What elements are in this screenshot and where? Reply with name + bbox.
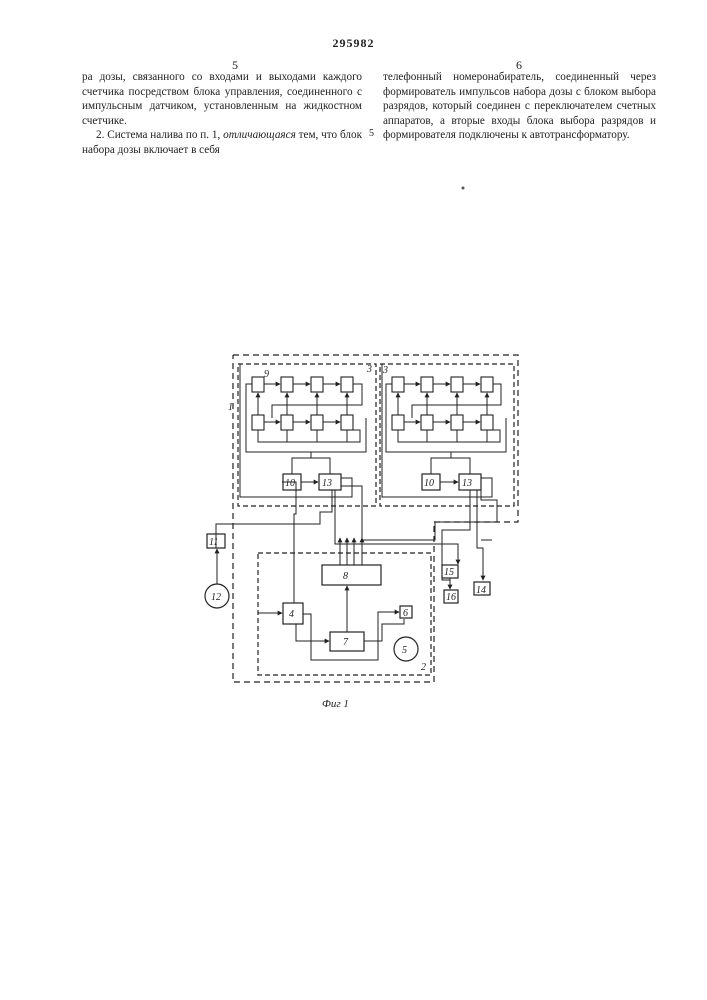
label-1: 1 [228, 402, 233, 413]
stray-mark [462, 187, 465, 190]
label-2: 2 [421, 662, 426, 673]
label-9: 9 [264, 369, 269, 380]
label-14: 14 [476, 585, 486, 596]
label-10-right: 10 [424, 478, 434, 489]
label-15: 15 [444, 567, 454, 578]
label-5: 5 [402, 645, 407, 656]
label-13-left: 13 [322, 478, 332, 489]
block-10-13-wiring [240, 364, 497, 580]
label-16: 16 [446, 592, 456, 603]
block-8 [322, 565, 381, 585]
label-6: 6 [403, 608, 408, 619]
label-10-left: 10 [285, 478, 295, 489]
label-11: 11 [209, 537, 218, 548]
label-4: 4 [289, 609, 294, 620]
label-12: 12 [211, 592, 221, 603]
label-8: 8 [343, 571, 348, 582]
figure-caption: Фиг 1 [322, 698, 349, 710]
label-13-right: 13 [462, 478, 472, 489]
label-3-right: 3 [382, 365, 388, 376]
label-3-left: 3 [366, 364, 372, 375]
